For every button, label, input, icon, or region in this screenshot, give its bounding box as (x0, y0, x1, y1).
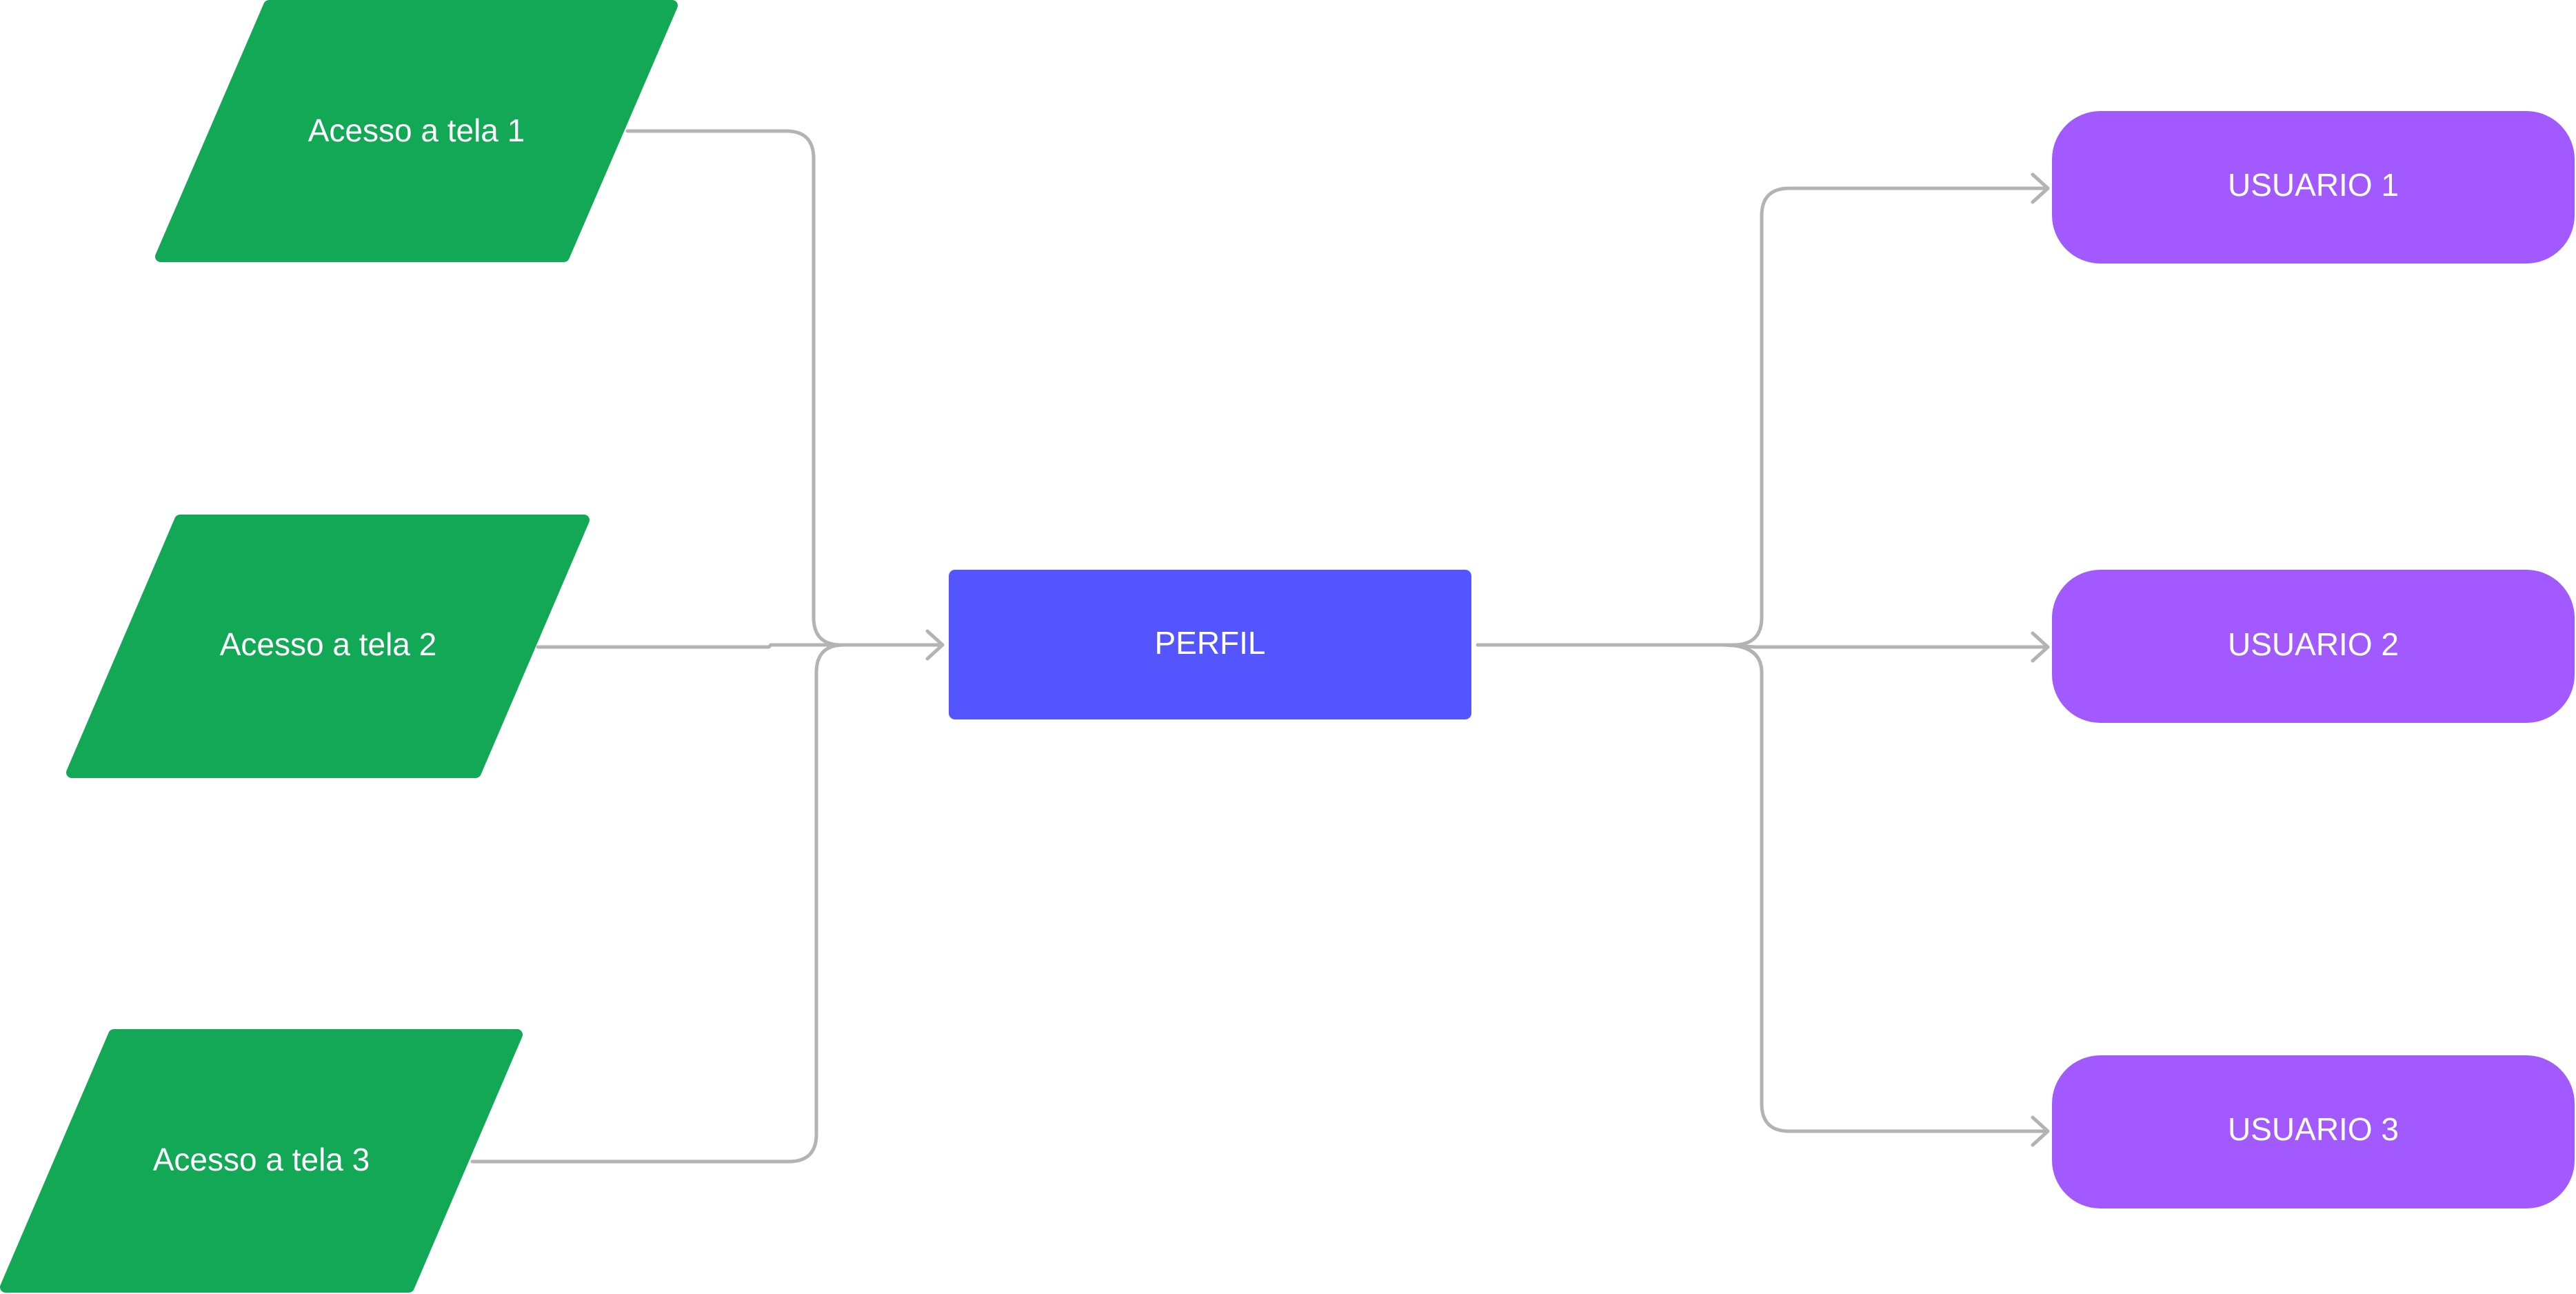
usuario-node-1[interactable]: USUARIO 1 (2052, 111, 2575, 263)
input-node-3[interactable]: Acesso a tela 3 (0, 1029, 523, 1293)
input-label-3: Acesso a tela 3 (153, 1142, 370, 1177)
connector-perfil-to-usuario-1 (1476, 186, 2046, 647)
input-node-2[interactable]: Acesso a tela 2 (66, 515, 590, 778)
input-label-2: Acesso a tela 2 (220, 626, 437, 662)
connector-perfil-to-usuario-2 (1722, 643, 2046, 649)
usuario-label-3: USUARIO 3 (2228, 1111, 2399, 1147)
usuario-label-2: USUARIO 2 (2228, 626, 2399, 662)
usuario-shape-3 (2052, 1055, 2575, 1208)
perfil-shape (949, 570, 1471, 719)
usuario-shape-1 (2052, 111, 2575, 263)
connector-input-3-to-perfil (470, 643, 940, 1164)
input-label-1: Acesso a tela 1 (308, 112, 525, 148)
usuario-label-1: USUARIO 1 (2228, 167, 2399, 203)
arrowhead-perfil (925, 629, 945, 661)
connector-input-1-to-perfil (625, 129, 940, 647)
perfil-node[interactable]: PERFIL (949, 570, 1471, 719)
arrowhead-usuario-2 (2031, 631, 2050, 663)
usuario-shape-2 (2052, 570, 2575, 723)
input-shape-1 (155, 0, 678, 262)
arrowhead-usuario-1 (2031, 172, 2050, 204)
input-shape-2 (66, 515, 590, 778)
perfil-label: PERFIL (1154, 625, 1265, 661)
connector-perfil-to-usuario-3 (1722, 643, 2046, 1133)
arrowhead-usuario-3 (2031, 1115, 2050, 1147)
usuario-node-2[interactable]: USUARIO 2 (2052, 570, 2575, 723)
input-shape-3 (0, 1029, 523, 1293)
usuario-node-3[interactable]: USUARIO 3 (2052, 1055, 2575, 1208)
input-node-1[interactable]: Acesso a tela 1 (155, 0, 678, 262)
